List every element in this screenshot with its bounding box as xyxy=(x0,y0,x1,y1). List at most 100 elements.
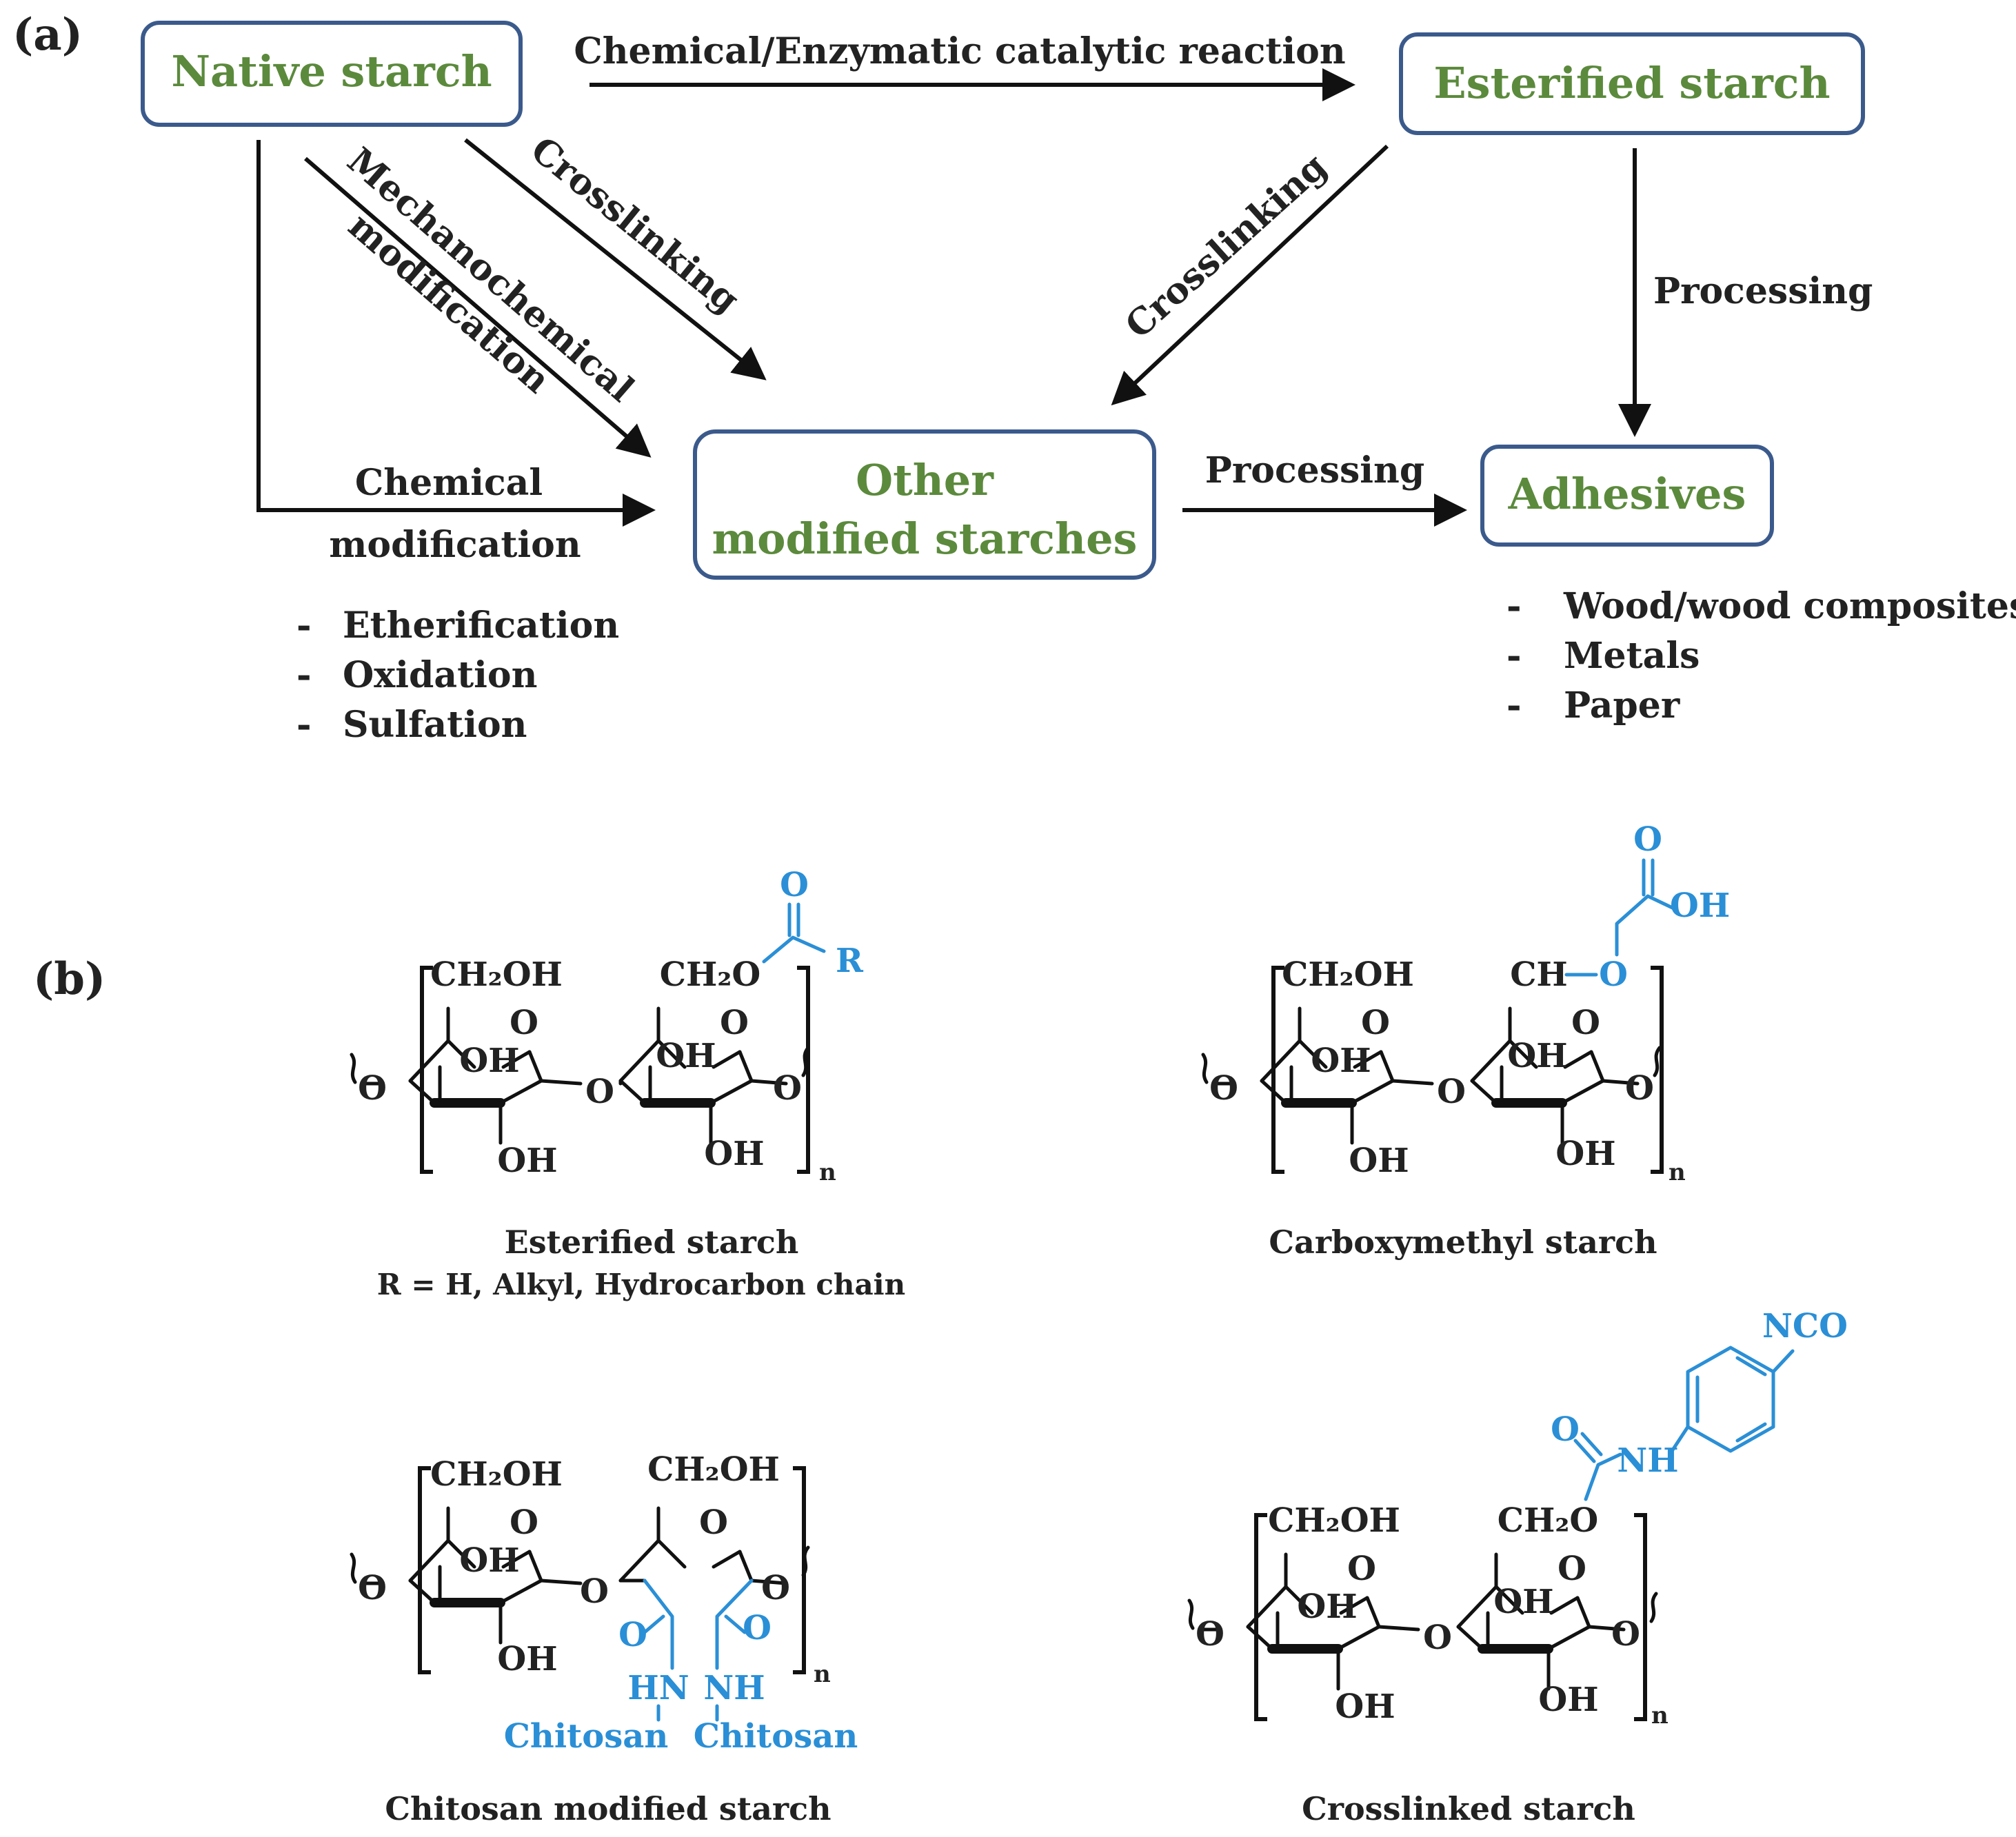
repeat-n: n xyxy=(1669,1159,1686,1186)
list-bullet: - xyxy=(1506,684,1522,727)
atom-label: CH₂OH xyxy=(647,1450,780,1489)
atom-label: CH₂O xyxy=(1498,1501,1598,1540)
structure-chitosan-modified-starch: O CH₂OH O OH O OH CH₂OH O O n O O HN NH … xyxy=(350,1450,858,1827)
repeat-n: n xyxy=(819,1159,836,1186)
adhesive-list: - Wood/wood composites - Metals - Paper xyxy=(1506,585,2016,727)
node-native-starch: Native starch xyxy=(141,21,523,127)
atom-label: O xyxy=(580,1572,609,1611)
edge-label-crosslinking-2: Crosslinking xyxy=(1118,145,1335,347)
list-bullet: - xyxy=(1506,635,1522,677)
atom-label: OH xyxy=(1297,1587,1357,1626)
node-adhesives: Adhesives xyxy=(1480,445,1774,547)
node-esterified-starch: Esterified starch xyxy=(1399,32,1865,135)
substituent-hn: HN xyxy=(627,1669,689,1707)
subcaption-esterified: R = H, Alkyl, Hydrocarbon chain xyxy=(377,1268,905,1301)
list-bullet: - xyxy=(296,605,312,647)
atom-label: O xyxy=(761,1569,790,1607)
repeat-n: n xyxy=(1651,1702,1669,1729)
atom-label: O xyxy=(1196,1615,1224,1654)
list-bullet: - xyxy=(296,654,312,696)
atom-label: OH xyxy=(1493,1583,1553,1621)
edge-label-processing-2: Processing xyxy=(1205,449,1424,491)
chemical-mod-list: - Etherification - Oxidation - Sulfation xyxy=(296,605,619,746)
atom-label: CH₂OH xyxy=(430,955,563,994)
node-other-modified-starches: Other modified starches xyxy=(693,429,1156,580)
substituent-r: R xyxy=(836,942,864,980)
atom-label: OH xyxy=(459,1042,519,1080)
caption-chitosan: Chitosan modified starch xyxy=(385,1790,831,1827)
substituent-nh: NH xyxy=(1617,1441,1678,1480)
list-item-sulfation: Sulfation xyxy=(343,704,527,746)
atom-label: O xyxy=(773,1069,802,1108)
atom-label: CH₂OH xyxy=(1268,1501,1400,1540)
atom-label: O xyxy=(358,1569,387,1607)
atom-label: O xyxy=(1423,1618,1452,1657)
atom-label: O xyxy=(510,1503,538,1542)
atom-label: OH xyxy=(497,1640,557,1678)
node-other-label-2: modified starches xyxy=(712,514,1138,564)
structure-esterified-starch: O CH₂OH O OH O OH CH₂O O OH OH O n O R E… xyxy=(350,866,905,1301)
atom-label: O xyxy=(1437,1073,1466,1111)
atom-label: CH xyxy=(1510,955,1568,994)
edge-label-processing-1: Processing xyxy=(1653,270,1873,312)
edge-label-chemical-2: modification xyxy=(329,524,581,566)
atom-label: CH₂OH xyxy=(1282,955,1414,994)
caption-esterified: Esterified starch xyxy=(505,1224,799,1261)
panel-a-label: (a) xyxy=(12,9,83,61)
substituent-o-right: O xyxy=(743,1609,772,1647)
node-other-label-1: Other xyxy=(856,455,994,505)
atom-label: O xyxy=(1558,1550,1586,1588)
atom-label: O xyxy=(1611,1615,1640,1654)
atom-label: OH xyxy=(1349,1141,1409,1180)
arrow-native-crosslink-to-other xyxy=(464,138,767,380)
atom-label: OH xyxy=(704,1135,764,1173)
arrow-native-chemical-to-other xyxy=(256,140,656,527)
substituent-o-carbonyl: O xyxy=(1551,1410,1580,1449)
list-item-oxidation: Oxidation xyxy=(343,654,537,696)
atom-label: OH xyxy=(656,1037,716,1075)
atom-label: O xyxy=(1361,1004,1390,1042)
edge-label-chem-enzymatic: Chemical/Enzymatic catalytic reaction xyxy=(574,30,1345,72)
substituent-o-left: O xyxy=(618,1616,647,1654)
node-esterified-starch-label: Esterified starch xyxy=(1433,58,1830,108)
repeat-n: n xyxy=(814,1661,831,1688)
substituent-nco: NCO xyxy=(1762,1307,1848,1346)
substituent-o: O xyxy=(780,866,809,904)
node-native-starch-label: Native starch xyxy=(171,46,492,97)
substituent-o-carbonyl: O xyxy=(1633,820,1662,859)
atom-label: CH₂OH xyxy=(430,1455,563,1494)
atom-label: O xyxy=(699,1503,728,1542)
atom-label: O xyxy=(1571,1004,1600,1042)
list-item-metals: Metals xyxy=(1564,635,1700,677)
list-bullet: - xyxy=(1506,585,1522,627)
caption-crosslinked: Crosslinked starch xyxy=(1302,1790,1635,1827)
atom-label: OH xyxy=(1507,1037,1567,1075)
substituent-o-ether: O xyxy=(1599,955,1628,994)
edge-label-crosslinking-1: Crosslinking xyxy=(523,128,747,321)
atom-label: O xyxy=(510,1004,538,1042)
substituent-nh: NH xyxy=(703,1669,765,1707)
atom-label: OH xyxy=(459,1541,519,1580)
substituent-oh: OH xyxy=(1670,886,1730,925)
atom-label: O xyxy=(1209,1069,1238,1108)
structure-carboxymethyl-starch: O CH₂OH O OH O OH CH O OH OH O n O O OH … xyxy=(1201,820,1730,1261)
panel-b-label: (b) xyxy=(33,953,105,1005)
atom-label: CH₂O xyxy=(660,955,760,994)
atom-label: O xyxy=(1347,1550,1376,1588)
list-bullet: - xyxy=(296,704,312,746)
substituent-chitosan-left: Chitosan xyxy=(504,1717,669,1756)
atom-label: OH xyxy=(1555,1135,1615,1173)
atom-label: O xyxy=(720,1004,749,1042)
atom-label: OH xyxy=(1335,1687,1395,1726)
edge-label-chemical-1: Chemical xyxy=(355,462,543,504)
arrow-esterified-crosslink-to-other xyxy=(1111,144,1389,406)
list-item-etherification: Etherification xyxy=(343,605,619,647)
substituent-chitosan-right: Chitosan xyxy=(694,1717,858,1756)
atom-label: O xyxy=(358,1069,387,1108)
list-item-paper: Paper xyxy=(1564,684,1680,727)
atom-label: OH xyxy=(497,1141,557,1180)
arrow-native-mechanochem-to-other xyxy=(304,156,652,458)
atom-label: O xyxy=(585,1073,614,1111)
caption-carboxymethyl: Carboxymethyl starch xyxy=(1269,1224,1657,1261)
